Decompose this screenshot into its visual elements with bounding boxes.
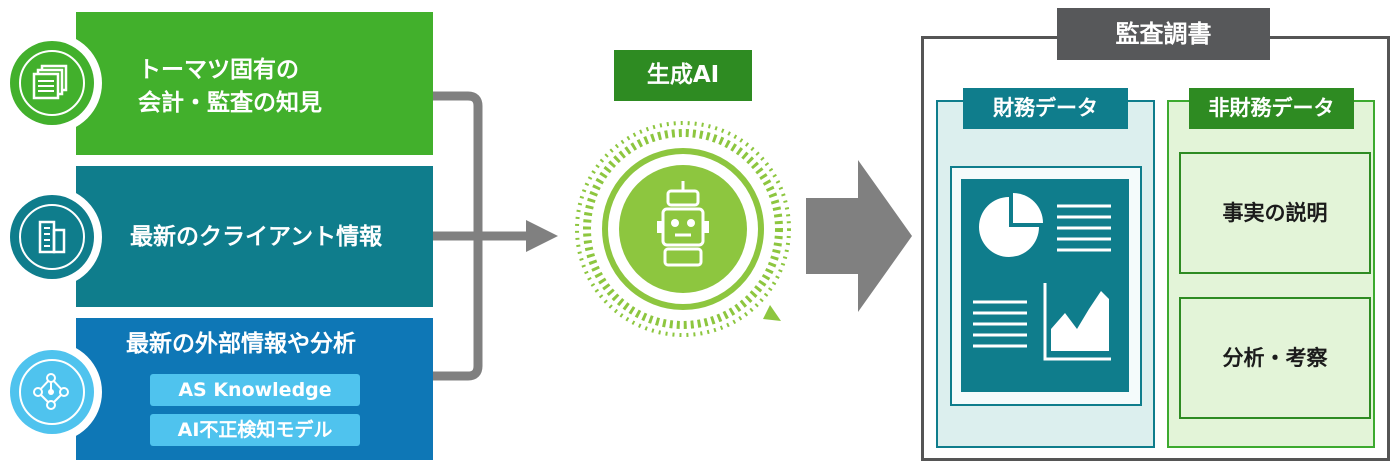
generative-ai-label: 生成AI [614, 50, 752, 101]
robot-icon [575, 121, 791, 337]
building-icon [2, 187, 102, 287]
arrow-head-to-ai [526, 220, 558, 252]
tool-pill-fraud-model: AI不正検知モデル [150, 414, 360, 446]
financial-document-page [961, 179, 1129, 392]
source-label-client: 最新のクライアント情報 [130, 224, 383, 250]
area-chart-icon [1043, 283, 1111, 361]
documents-stack-icon [2, 33, 102, 133]
source-label-external: 最新の外部情報や分析 [126, 331, 356, 357]
analysis-consideration-box: 分析・考察 [1179, 297, 1371, 419]
audit-report-title: 監査調書 [1057, 8, 1270, 60]
pie-chart-icon [979, 193, 1043, 257]
financial-data-label: 財務データ [963, 88, 1128, 129]
non-financial-data-label: 非財務データ [1189, 88, 1354, 129]
source-box-knowledge: トーマツ固有の 会計・監査の知見 [76, 12, 433, 155]
text-lines-icon [973, 204, 1111, 348]
fact-description-box: 事実の説明 [1179, 152, 1371, 274]
source-label-knowledge: トーマツ固有の 会計・監査の知見 [138, 57, 322, 116]
tool-pill-as-knowledge: AS Knowledge [150, 374, 360, 406]
source-box-external: 最新の外部情報や分析 AS Knowledge AI不正検知モデル [76, 318, 433, 460]
big-arrow-to-report [806, 160, 912, 312]
network-nodes-icon [2, 342, 102, 442]
source-box-client: 最新のクライアント情報 [76, 166, 433, 307]
